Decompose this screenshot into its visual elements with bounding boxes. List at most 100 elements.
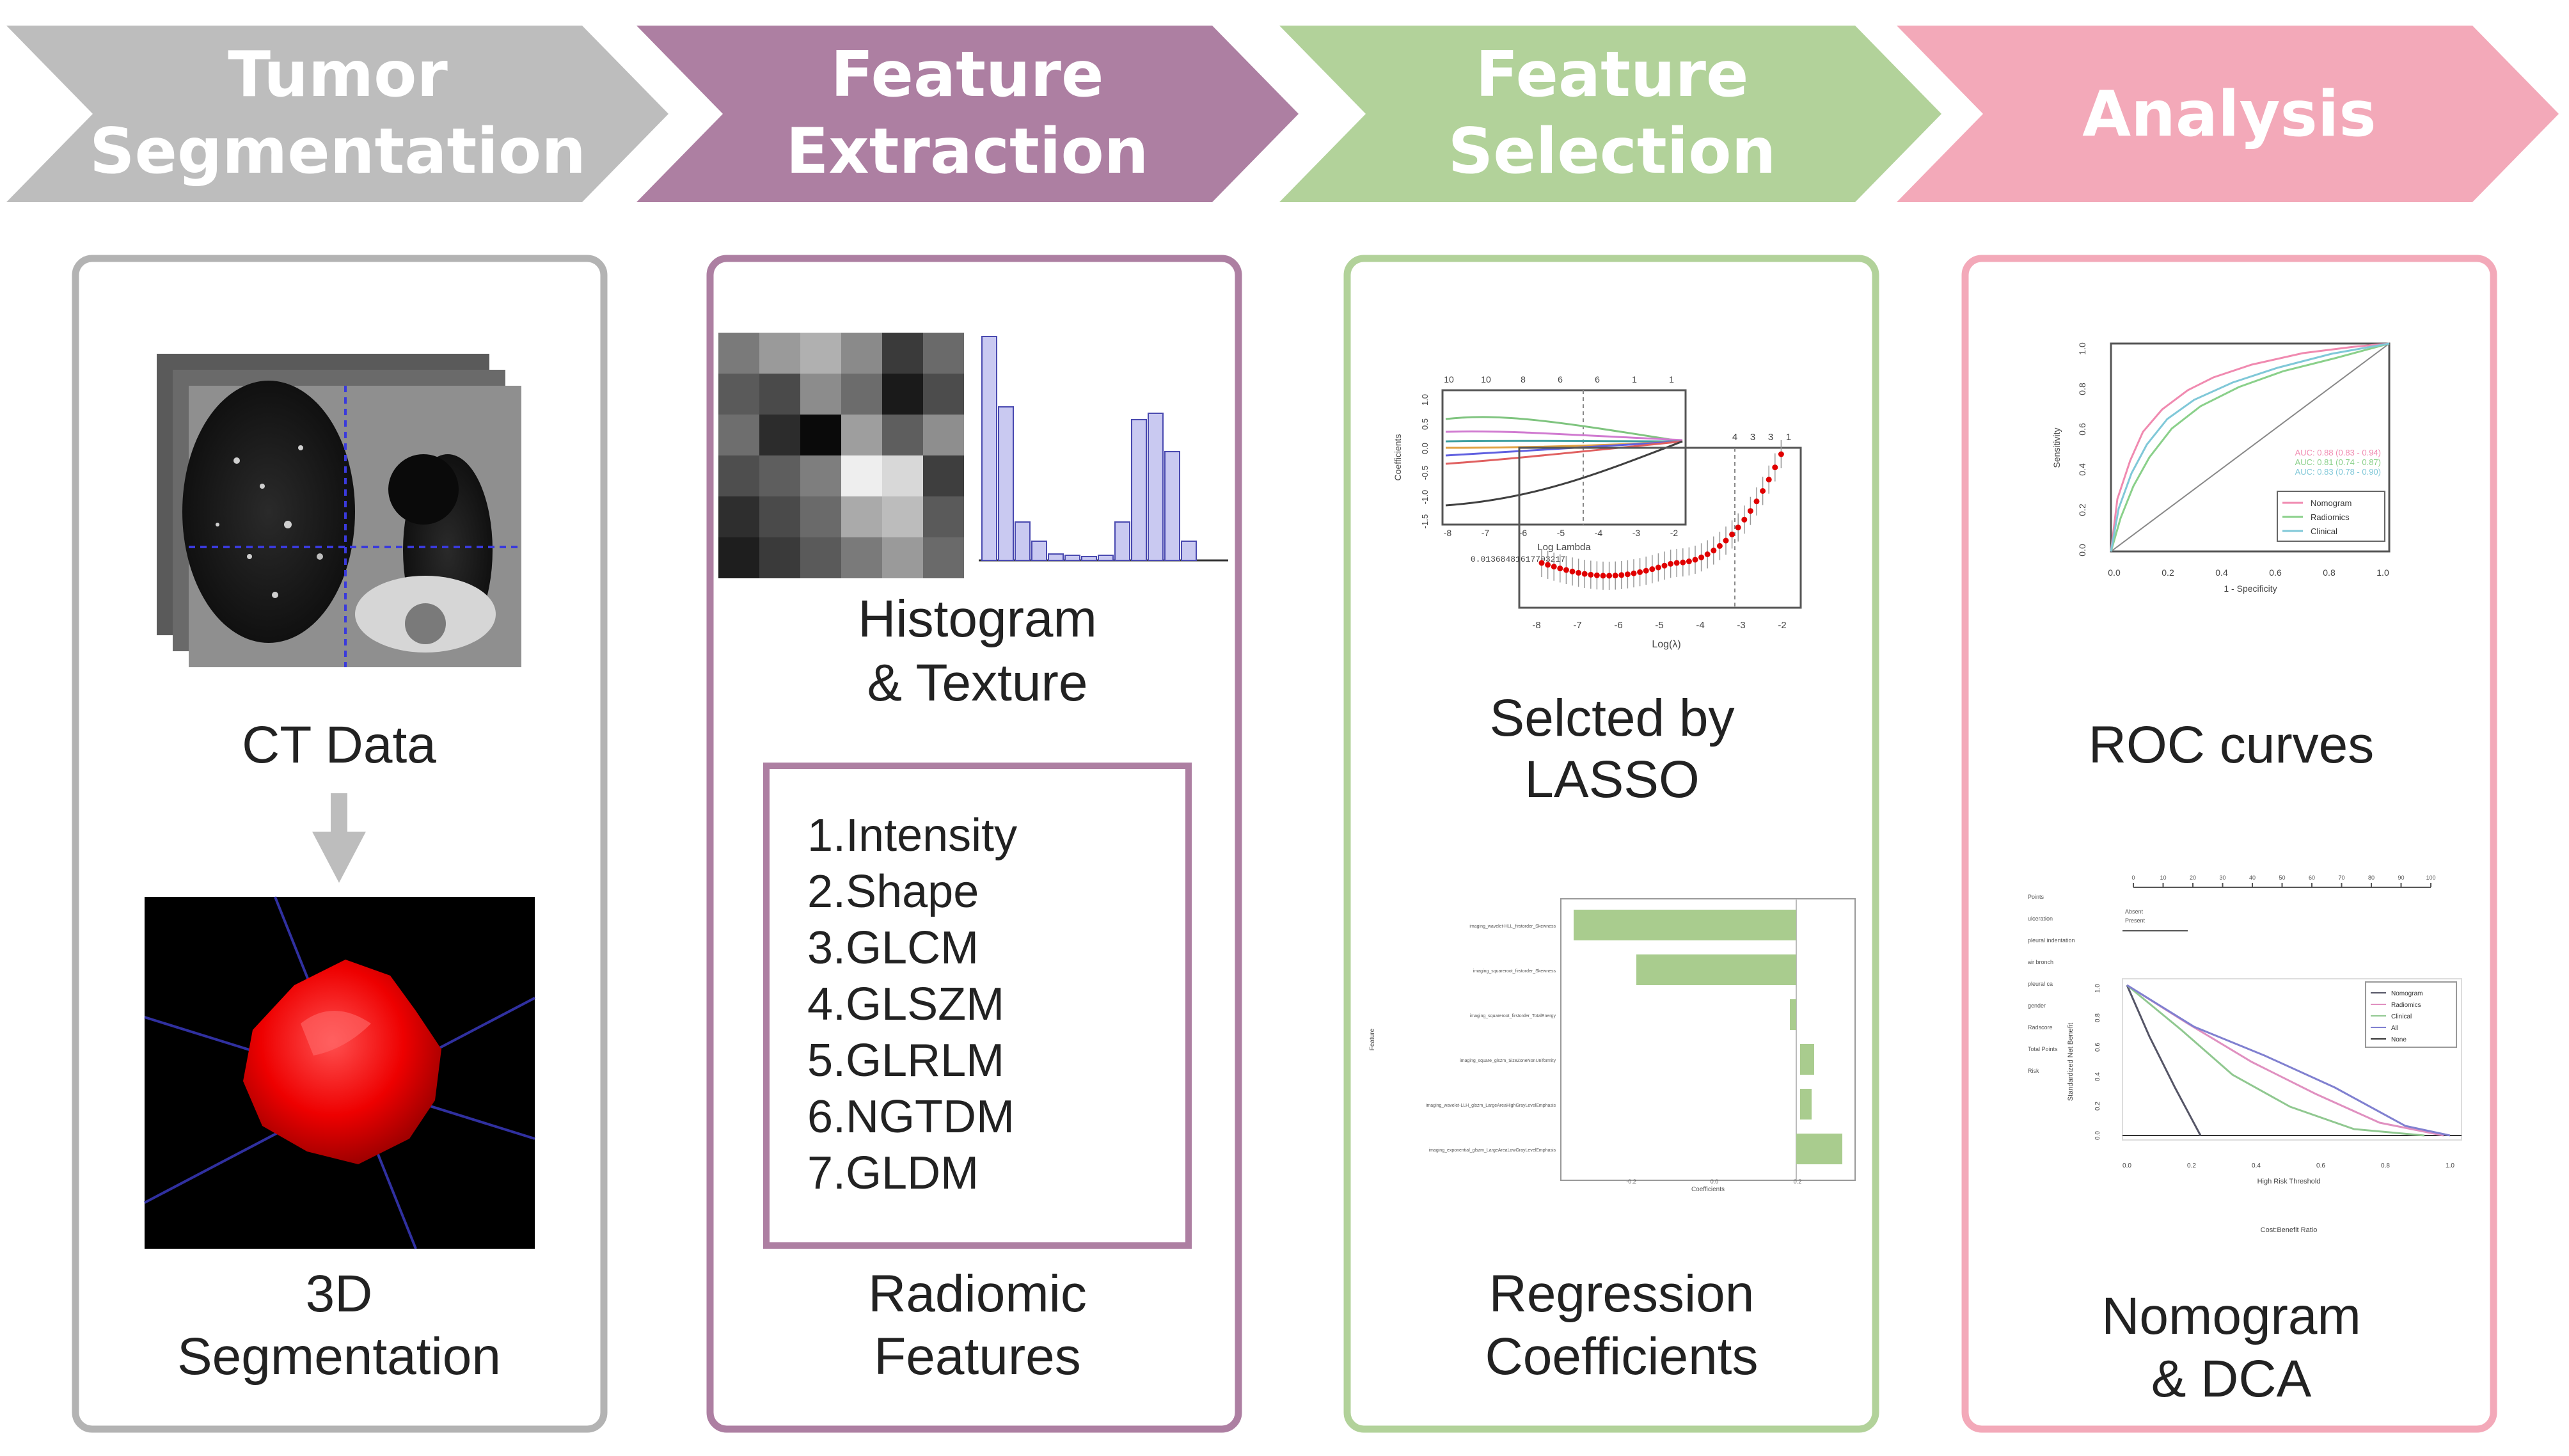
lasso-path-top-tick: 10: [1481, 374, 1491, 384]
texture-cell: [923, 537, 964, 578]
texture-cell: [923, 374, 964, 415]
roc-auc-text: AUC: 0.81 (0.74 - 0.87): [2295, 457, 2381, 467]
feature-item: 3.GLCM: [807, 922, 979, 974]
nomogram-row-label: gender: [2028, 1002, 2046, 1009]
texture-cell: [841, 455, 882, 496]
histogram-label-line2: & Texture: [867, 654, 1088, 712]
ct-image-stack: [157, 354, 521, 667]
coef-xlabel: Coefficients: [1691, 1186, 1725, 1193]
texture-cell: [923, 415, 964, 455]
lasso-cv-point: [1643, 567, 1649, 574]
lasso-path-top-tick: 6: [1558, 374, 1563, 384]
lasso-cv-point: [1563, 567, 1569, 573]
roc-x-tick: 0.8: [2323, 567, 2336, 578]
lasso-path-x-tick: -8: [1444, 528, 1452, 538]
lasso-path-y-tick: 0.5: [1420, 418, 1430, 430]
feature-list: 1.Intensity2.Shape3.GLCM4.GLSZM5.GLRLM6.…: [807, 810, 1017, 1199]
lasso-path-x-tick: -6: [1519, 528, 1528, 538]
lasso-cv-x-tick: -6: [1614, 620, 1622, 631]
texture-cell: [841, 374, 882, 415]
intensity-histogram: [979, 336, 1228, 562]
nomogram-tick-label: 40: [2249, 874, 2256, 881]
nomogram-tick-label: 50: [2279, 874, 2285, 881]
histogram-bar: [1164, 451, 1180, 561]
lasso-label-line1: Selcted by: [1490, 689, 1735, 747]
dca-legend-label: All: [2391, 1025, 2398, 1032]
lasso-cv-curve: [1538, 440, 1784, 590]
lasso-cv-x-tick: -7: [1573, 620, 1581, 631]
texture-cell: [718, 333, 759, 374]
nomogram-row-label: pleural ca: [2028, 981, 2053, 987]
dca-cost-label: Cost:Benefit Ratio: [2261, 1226, 2318, 1234]
texture-cell: [800, 374, 841, 415]
texture-cell: [718, 496, 759, 537]
step-title-line2: Extraction: [786, 115, 1148, 188]
nomogram-tick-label: 20: [2190, 874, 2196, 881]
lasso-cv-x-tick: -3: [1737, 620, 1745, 631]
texture-cell: [882, 374, 923, 415]
lasso-path-y-tick: -1.5: [1420, 514, 1430, 528]
panel-extraction: [706, 255, 1242, 1433]
segmentation-label-line1: 3D: [306, 1265, 373, 1323]
texture-cell: [759, 374, 800, 415]
histogram-bar: [1031, 541, 1047, 561]
roc-legend-label: Nomogram: [2311, 498, 2352, 508]
lasso-path-y-ticks: 1.00.50.0-0.5-1.0-1.5: [1420, 394, 1430, 528]
ct-data-label: CT Data: [242, 716, 436, 774]
feature-item: 2.Shape: [807, 866, 979, 917]
roc-curves-label: ROC curves: [2089, 716, 2375, 774]
lasso-cv-point: [1686, 558, 1692, 565]
lasso-cv-point: [1772, 464, 1778, 471]
coefficient-bar: [1636, 954, 1796, 985]
lasso-label-line2: LASSO: [1524, 750, 1699, 809]
coef-ylabel: Feature: [1369, 1028, 1376, 1050]
dca-x-tick: 0.8: [2381, 1162, 2390, 1169]
coefficient-feature-label: imaging_wavelet-LLH_glszm_LargeAreaHighG…: [1426, 1104, 1556, 1108]
lasso-cv-point: [1692, 557, 1698, 563]
texture-matrix: [718, 333, 964, 578]
nomogram-row-label: Total Points: [2028, 1046, 2058, 1052]
lasso-cv-point: [1576, 569, 1582, 576]
dca-x-tick: 0.4: [2252, 1162, 2261, 1169]
lasso-cv-point: [1545, 562, 1551, 568]
roc-y-tick: 0.2: [2077, 503, 2087, 516]
step-title-line1: Tumor: [228, 38, 448, 111]
histogram-bar: [1015, 521, 1031, 561]
roc-auc-text: AUC: 0.83 (0.78 - 0.90): [2295, 467, 2381, 477]
texture-cell: [841, 537, 882, 578]
roc-y-tick: 0.0: [2077, 544, 2087, 557]
lasso-cv-point: [1716, 542, 1723, 549]
step-title-line1: Feature: [831, 38, 1104, 111]
dca-y-tick: 0.6: [2094, 1043, 2101, 1052]
texture-cell: [718, 537, 759, 578]
histogram-bar: [1131, 419, 1147, 561]
roc-y-tick: 0.8: [2077, 383, 2087, 395]
coefficient-feature-label: imaging_squareroot_firstorder_Skewness: [1473, 969, 1556, 974]
lasso-path-x-tick: -5: [1557, 528, 1565, 538]
nomogram-row-label: Radscore: [2028, 1024, 2053, 1031]
lasso-cv-point: [1760, 487, 1766, 494]
lasso-cv-point: [1741, 516, 1748, 523]
chevron-shape: [1897, 26, 2559, 202]
roc-x-tick: 1.0: [2376, 567, 2389, 578]
lasso-cv-point: [1600, 573, 1606, 579]
texture-cell: [800, 333, 841, 374]
lasso-cv-point: [1655, 564, 1661, 571]
histogram-bar: [1081, 556, 1097, 561]
lasso-cv-x-tick: -4: [1696, 620, 1704, 631]
roc-auc-list: AUC: 0.88 (0.83 - 0.94)AUC: 0.81 (0.74 -…: [2295, 448, 2381, 477]
texture-cell: [800, 496, 841, 537]
radiomic-label-line1: Radiomic: [868, 1265, 1087, 1323]
coefficient-bar-chart: imaging_wavelet-HLL_firstorder_Skewnessi…: [1369, 898, 1856, 1193]
texture-cell: [882, 415, 923, 455]
lasso-cv-point: [1637, 569, 1643, 575]
dca-legend-label: None: [2391, 1036, 2407, 1043]
step-chevron-tumor-segmentation: Tumor Segmentation: [6, 26, 668, 202]
chevron-shape: [636, 26, 1299, 202]
